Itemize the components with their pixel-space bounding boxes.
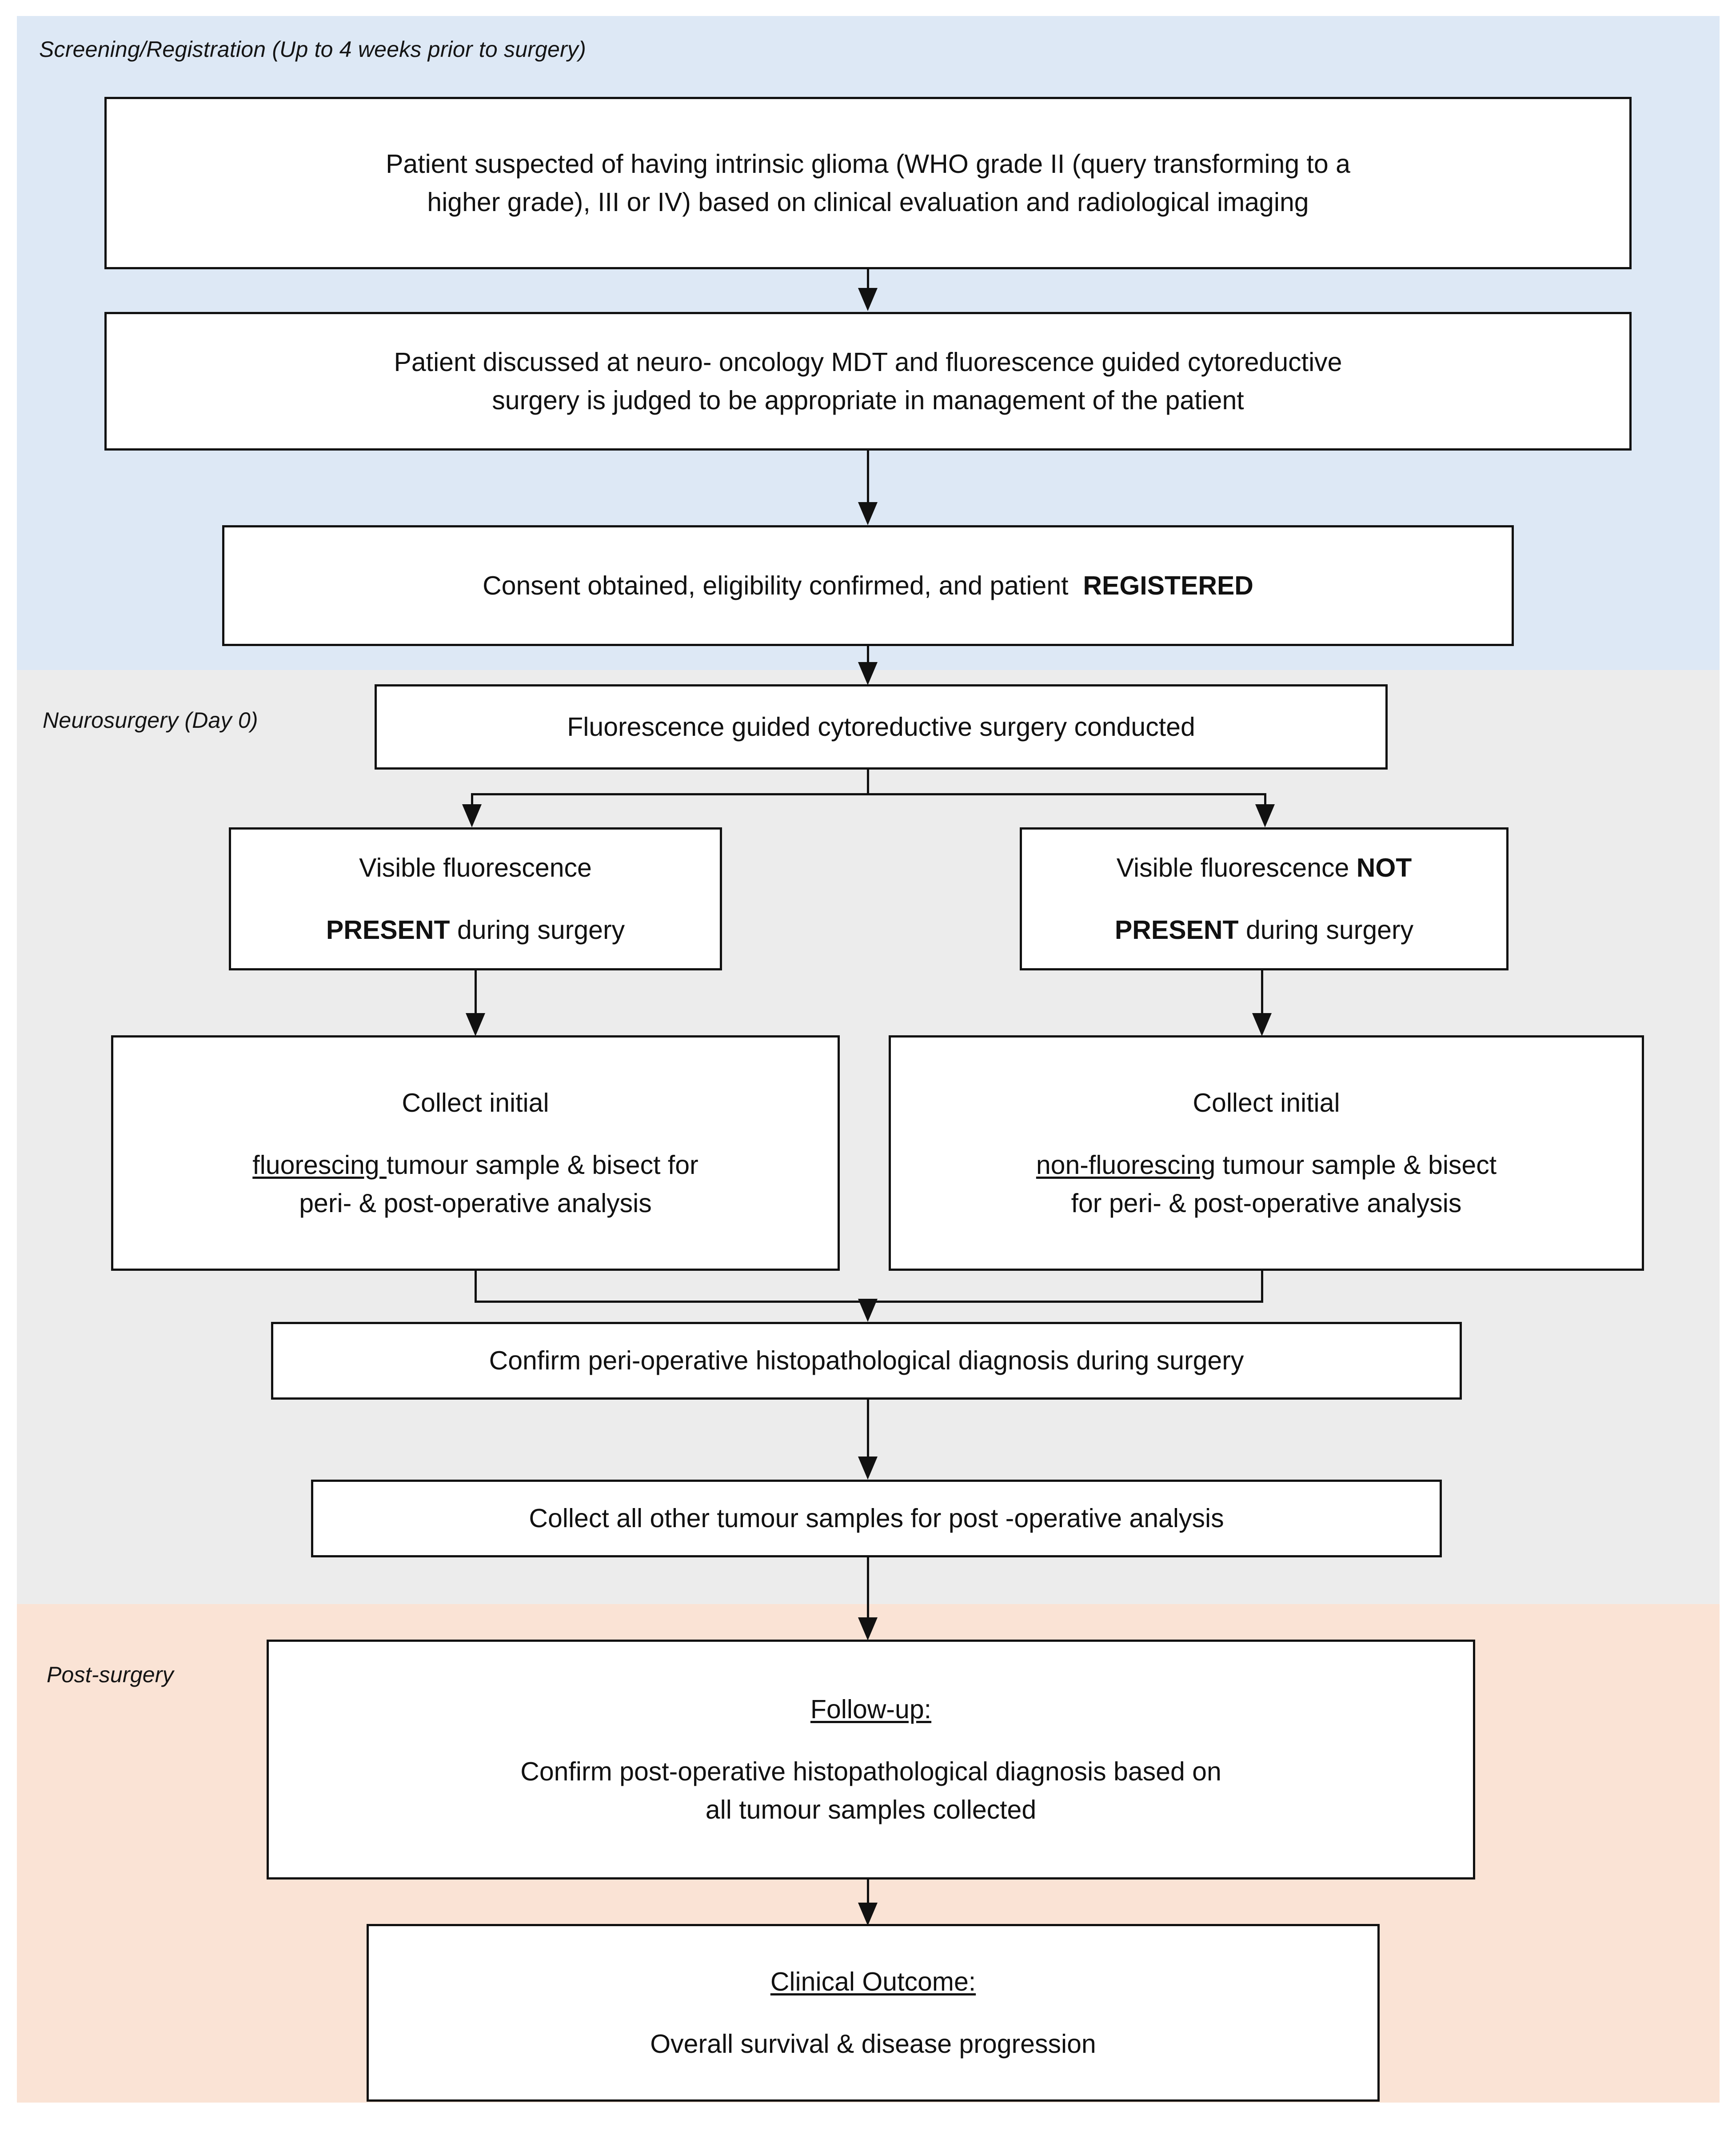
arrowhead-collect-all-to-followup [858,1617,878,1640]
connector-surgery-split-left-drop [471,793,473,806]
arrowhead-consent-to-surgery [858,662,878,685]
node-surgery-conducted-text: Fluorescence guided cytoreductive surger… [567,712,1195,742]
connector-collect-all-to-followup [867,1557,869,1620]
node-consent-registered-emphasis: REGISTERED [1083,571,1253,600]
arrowhead-mdt-to-consent [858,502,878,525]
node-collect-fluorescing-line3: peri- & post-operative analysis [299,1189,652,1218]
connector-followup-to-outcome [867,1880,869,1907]
node-patient-suspected[interactable]: Patient suspected of having intrinsic gl… [104,97,1632,269]
node-fluorescence-absent-line1: Visible fluorescence NOT [1034,849,1495,887]
node-collect-all-samples[interactable]: Collect all other tumour samples for pos… [311,1480,1442,1557]
node-collect-fluorescing-sample[interactable]: Collect initial fluorescing tumour sampl… [111,1035,840,1271]
connector-surgery-split-stem [867,770,869,794]
node-collect-fluorescing-line1: Collect initial [402,1088,549,1117]
arrowhead-surgery-to-fluor-absent [1255,804,1275,827]
node-clinical-outcome-heading: Clinical Outcome: [770,1967,976,1996]
node-clinical-outcome-line1: Overall survival & disease progression [650,2029,1096,2059]
node-follow-up-line1: Confirm post-operative histopathological… [520,1756,1221,1786]
connector-collect-fluorescing-merge-stem [475,1271,477,1303]
phase-label-neurosurgery: Neurosurgery (Day 0) [43,708,258,733]
connector-fluor-present-to-collect [475,970,477,1014]
node-fluorescence-absent-emphasis: PRESENT [1114,915,1239,945]
arrowhead-suspected-to-mdt [858,288,878,311]
arrowhead-confirm-to-collect-all [858,1457,878,1480]
node-patient-suspected-line2: higher grade), III or IV) based on clini… [427,188,1309,217]
arrowhead-fluor-present-to-collect [466,1013,485,1036]
node-collect-non-fluorescing-underlined: non-fluorescing [1036,1150,1216,1180]
node-follow-up-heading: Follow-up: [810,1694,932,1724]
node-fluorescence-present-line1: Visible fluorescence [359,853,592,882]
connector-fluor-absent-to-collect [1261,970,1263,1014]
arrowhead-fluor-absent-to-collect [1252,1013,1272,1036]
node-consent-registered[interactable]: Consent obtained, eligibility confirmed,… [222,525,1514,646]
node-fluorescence-absent-not: NOT [1356,853,1412,882]
node-fluorescence-present-rest: during surgery [450,915,625,945]
node-collect-non-fluorescing-line1: Collect initial [1193,1088,1340,1117]
connector-confirm-to-collect-all [867,1400,869,1457]
node-collect-non-fluorescing-rest: tumour sample & bisect [1215,1150,1497,1180]
connector-suspected-to-mdt [867,269,869,289]
node-collect-fluorescing-rest: tumour sample & bisect for [386,1150,698,1180]
node-consent-registered-label: Consent obtained, eligibility confirmed,… [483,571,1069,600]
node-fluorescence-absent-rest: during surgery [1238,915,1414,945]
node-collect-fluorescing-underlined: fluorescing [252,1150,387,1180]
arrowhead-surgery-to-fluor-present [462,804,482,827]
node-fluorescence-present[interactable]: Visible fluorescence PRESENT during surg… [229,827,722,970]
node-mdt-discussion[interactable]: Patient discussed at neuro- oncology MDT… [104,312,1632,451]
connector-surgery-split-right-drop [1264,793,1266,806]
connector-collect-non-fluorescing-merge-stem [1261,1271,1263,1303]
node-collect-non-fluorescing-sample[interactable]: Collect initial non-fluorescing tumour s… [889,1035,1644,1271]
node-fluorescence-absent[interactable]: Visible fluorescence NOT PRESENT during … [1020,827,1509,970]
connector-consent-to-surgery [867,646,869,664]
node-consent-registered-text: Consent obtained, eligibility confirmed,… [236,567,1500,605]
node-patient-suspected-line1: Patient suspected of having intrinsic gl… [386,149,1350,179]
node-clinical-outcome[interactable]: Clinical Outcome: Overall survival & dis… [367,1924,1380,2102]
node-mdt-discussion-line1: Patient discussed at neuro- oncology MDT… [394,347,1342,377]
node-follow-up[interactable]: Follow-up: Confirm post-operative histop… [267,1640,1475,1880]
phase-label-screening: Screening/Registration (Up to 4 weeks pr… [39,37,586,62]
node-collect-non-fluorescing-line2: non-fluorescing tumour sample & bisect [902,1146,1630,1184]
node-fluorescence-present-line2: PRESENT during surgery [243,911,708,949]
node-confirm-peri-operative-text: Confirm peri-operative histopathological… [489,1346,1244,1376]
node-fluorescence-absent-lead: Visible fluorescence [1116,853,1357,882]
node-collect-non-fluorescing-line3: for peri- & post-operative analysis [1071,1189,1462,1218]
node-surgery-conducted[interactable]: Fluorescence guided cytoreductive surger… [375,684,1388,770]
arrowhead-merge-to-confirm [858,1299,878,1322]
connector-mdt-to-consent [867,451,869,503]
node-fluorescence-present-emphasis: PRESENT [326,915,450,945]
node-follow-up-line2: all tumour samples collected [705,1795,1037,1825]
node-fluorescence-absent-line2: PRESENT during surgery [1034,911,1495,949]
node-confirm-peri-operative-diagnosis[interactable]: Confirm peri-operative histopathological… [271,1322,1462,1400]
arrowhead-followup-to-outcome [858,1903,878,1926]
node-mdt-discussion-line2: surgery is judged to be appropriate in m… [492,386,1244,415]
node-collect-all-samples-text: Collect all other tumour samples for pos… [529,1504,1224,1533]
connector-surgery-split-bar [471,793,1266,795]
node-collect-fluorescing-line2: fluorescing tumour sample & bisect for [125,1146,826,1184]
phase-label-post-surgery: Post-surgery [47,1662,174,1687]
